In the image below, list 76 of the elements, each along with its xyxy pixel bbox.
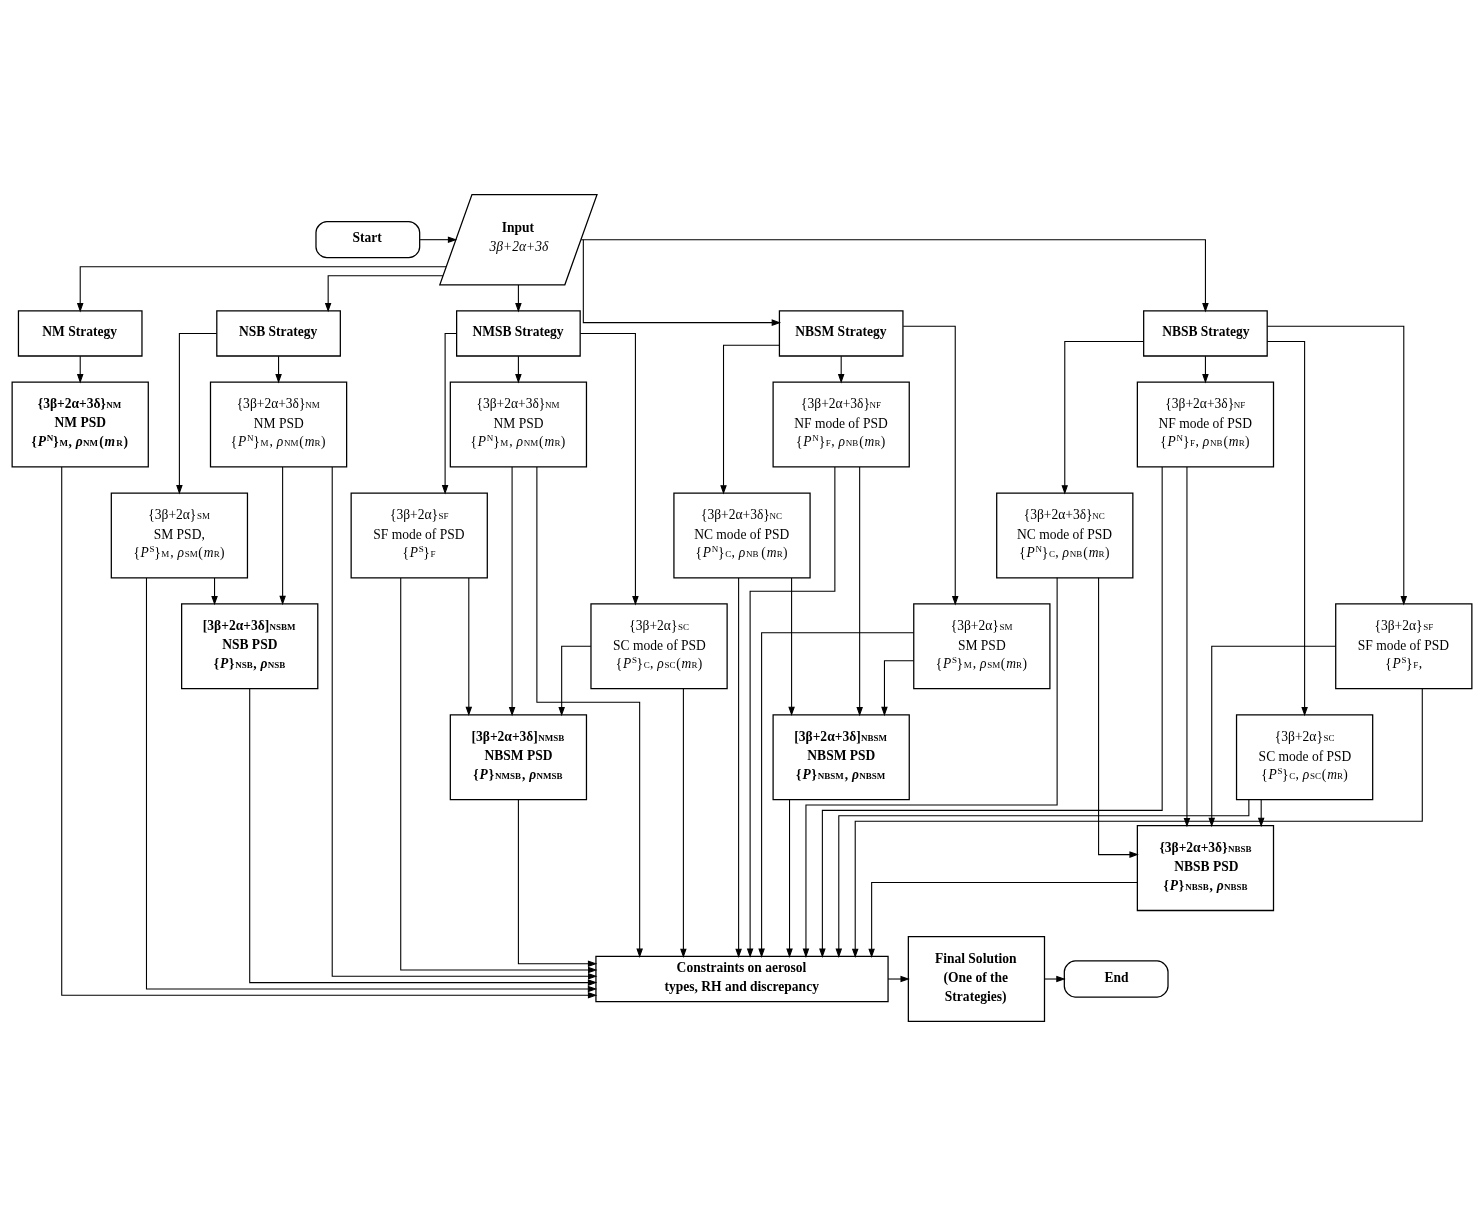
arrow (441, 332, 458, 494)
arrow (275, 355, 282, 383)
arrow (819, 465, 1163, 958)
arrow (536, 465, 643, 958)
node-box: {3β+2α}SF SF mode of PSD {P$^{S}$}F (350, 491, 488, 578)
node-box: {3β+2α}SC SC mode of PSD {P$^{S}$}C, ρSC(mR) (1235, 713, 1374, 800)
arrow (1208, 645, 1337, 827)
arrow (61, 465, 598, 999)
arrow (680, 687, 687, 958)
arrow (902, 325, 959, 605)
arrow (1257, 798, 1265, 827)
arrow (249, 687, 598, 986)
arrow (465, 576, 473, 716)
arrow (400, 576, 598, 973)
node-box: NM Strategy (17, 309, 143, 357)
node-box: NSB Strategy (216, 309, 341, 357)
arrow (517, 798, 598, 967)
arrow (1044, 975, 1066, 982)
arrow (746, 466, 836, 958)
node-box: {3β+2α}SM SM PSD, {P$^{S}$}M, ρSM(mR) (110, 491, 249, 578)
arrow (145, 577, 598, 992)
arrow (508, 465, 516, 716)
arrow (735, 576, 742, 958)
arrow (211, 576, 218, 605)
node-box: Constraints on aerosol types, RH and discrepancy (595, 955, 889, 1002)
arrow (887, 975, 910, 982)
arrow (279, 465, 286, 605)
arrow (76, 265, 447, 312)
node-box: {3β+2α+3δ}NM NM PSD {P$^{N}$}M, ρNM(mR) (209, 381, 348, 468)
arrow (419, 235, 458, 243)
node-box: Start (315, 220, 421, 258)
arrow (835, 798, 1250, 958)
arrow (868, 881, 1138, 958)
arrow (788, 576, 795, 716)
arrow (851, 688, 1423, 958)
arrow (76, 355, 84, 383)
arrow (1266, 325, 1408, 605)
node-box: {3β+2α}SM SM PSD {P$^{S}$}M, ρSM(mR) (913, 602, 1051, 689)
node-box: End (1063, 959, 1169, 998)
arrow (331, 465, 598, 980)
arrow (176, 332, 218, 494)
arrow (786, 798, 793, 958)
node-box: [3β+2α+3δ]NMSB NBSM PSD {P}NMSB, ρNMSB (449, 713, 588, 800)
node-box: {3β+2α+3δ}NC NC mode of PSD {P$^{N}$}C, ρNB(mR) (996, 491, 1134, 578)
node-box: Final Solution (One of the Strategies) (907, 935, 1046, 1022)
arrow (582, 238, 782, 326)
arrow (720, 344, 780, 495)
node-box: {3β+2α+3δ}NM NM PSD {P$^{N}$}M, ρNM(mR) (449, 381, 588, 468)
node-box: [3β+2α+3δ]NBSM NBSM PSD {P}NBSM, ρNBSM (772, 713, 910, 800)
node-box: {3β+2α+3δ}NF NF mode of PSD {P$^{N}$}F, ρNB(mR) (772, 381, 910, 468)
arrow (515, 283, 522, 312)
node-box: {3β+2α+3δ}NM NM PSD {P$^{N}$}M, ρNM(mR) (11, 381, 149, 468)
arrow (324, 274, 444, 312)
node-box: {3β+2α+3δ}NF NF mode of PSD {P$^{N}$}F, ρNB(mR) (1136, 381, 1275, 468)
node-box: NBSB Strategy (1143, 309, 1268, 357)
arrow (802, 576, 1058, 958)
node-box: {3β+2α+3δ}NBSB NBSB PSD {P}NBSB, ρNBSB (1136, 824, 1275, 911)
arrow (1202, 355, 1209, 383)
arrow (758, 631, 915, 958)
arrow (881, 659, 915, 716)
node-box: NBSM Strategy (778, 309, 904, 357)
node-box: {3β+2α}SC SC mode of PSD {P$^{S}$}C, ρSC(mR) (590, 602, 728, 689)
arrow (1183, 466, 1191, 827)
arrow (579, 332, 639, 605)
node-box: {3β+2α}SF SF mode of PSD {P$^{S}$}F, (1335, 602, 1473, 689)
node-box: NMSB Strategy (456, 309, 581, 357)
node-box: [3β+2α+3δ]NSBM NSB PSD {P}NSB, ρNSB (181, 602, 319, 689)
node-box: {3β+2α+3δ}NC NC mode of PSD {P$^{N}$}C, ρNB (mR) (673, 491, 811, 578)
arrow (558, 645, 592, 716)
arrow (1266, 340, 1308, 716)
arrow (856, 465, 863, 716)
arrow (1061, 340, 1144, 494)
arrow (1098, 576, 1139, 858)
arrow (580, 238, 1209, 312)
arrow (837, 355, 845, 383)
arrow (515, 355, 522, 383)
